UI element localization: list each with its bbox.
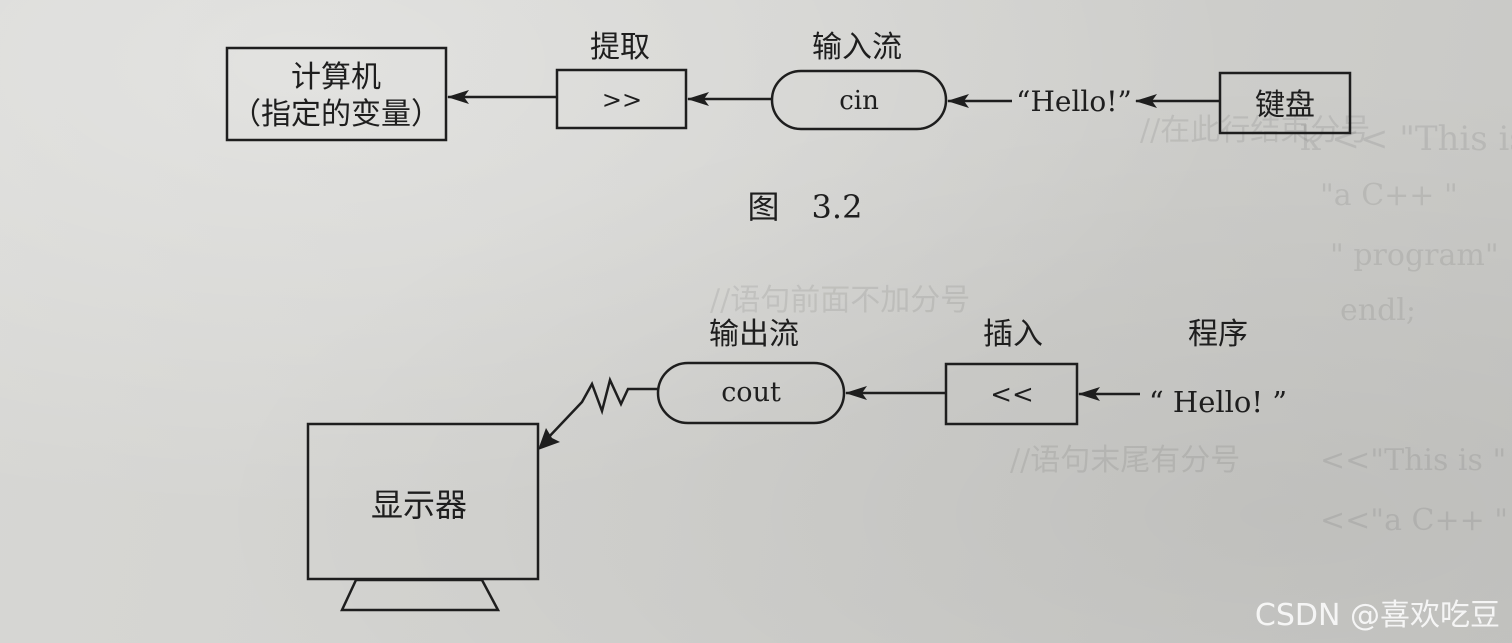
- svg-text:k << "This is: k << "This is: [1300, 119, 1512, 159]
- signal-arrowhead: [538, 428, 560, 450]
- extract-operator-box: [555, 68, 688, 130]
- insert-operator: <<: [990, 380, 1034, 410]
- signal-zigzag-line: [545, 376, 658, 441]
- hello-output-text: “ Hello! ”: [1149, 385, 1287, 419]
- computer-label: 计算机: [291, 60, 381, 95]
- figure-caption: 图 3.2: [748, 188, 863, 226]
- cin-label: cin: [839, 86, 879, 116]
- figure-output-stream: 输出流 cout 插入 << 程序 “ Hello! ” 显示器: [306, 317, 1287, 612]
- svg-text:<<"a C++ ": <<"a C++ ": [1320, 503, 1508, 538]
- keyboard-label: 键盘: [1255, 88, 1315, 123]
- cout-label: cout: [721, 377, 781, 408]
- extract-operator: >>: [602, 86, 642, 114]
- keyboard-box: [1218, 71, 1352, 135]
- monitor-stand: [340, 578, 501, 612]
- svg-text://语句末尾有分号: //语句末尾有分号: [1010, 443, 1240, 478]
- svg-text://语句前面不加分号: //语句前面不加分号: [710, 283, 970, 318]
- hello-input-text: “Hello!”: [1016, 85, 1132, 118]
- computer-sublabel: （指定的变量）: [231, 97, 441, 132]
- input-stream-label: 输入流: [812, 30, 902, 65]
- svg-text:"a C++ ": "a C++ ": [1320, 178, 1458, 213]
- output-stream-label: 输出流: [709, 317, 799, 352]
- svg-text://在此行结束分号: //在此行结束分号: [1140, 113, 1370, 148]
- cout-stream-pill: [656, 361, 846, 425]
- bleed-through-text: k << "This is "a C++ " " program" endl; …: [710, 113, 1512, 538]
- insert-label: 插入: [983, 317, 1043, 352]
- extract-label: 提取: [590, 30, 650, 65]
- figure-input-stream: 计算机 （指定的变量） 提取 >> 输入流 cin “Hello!” 键盘 图 …: [225, 30, 1352, 226]
- monitor-label: 显示器: [371, 486, 467, 524]
- svg-text:<<"This is ": <<"This is ": [1320, 443, 1506, 478]
- csdn-watermark: CSDN @喜欢吃豆: [1255, 598, 1500, 633]
- program-label: 程序: [1188, 317, 1248, 352]
- computer-box: [225, 46, 448, 142]
- svg-text:endl;: endl;: [1340, 293, 1416, 328]
- svg-text:" program": " program": [1330, 238, 1499, 273]
